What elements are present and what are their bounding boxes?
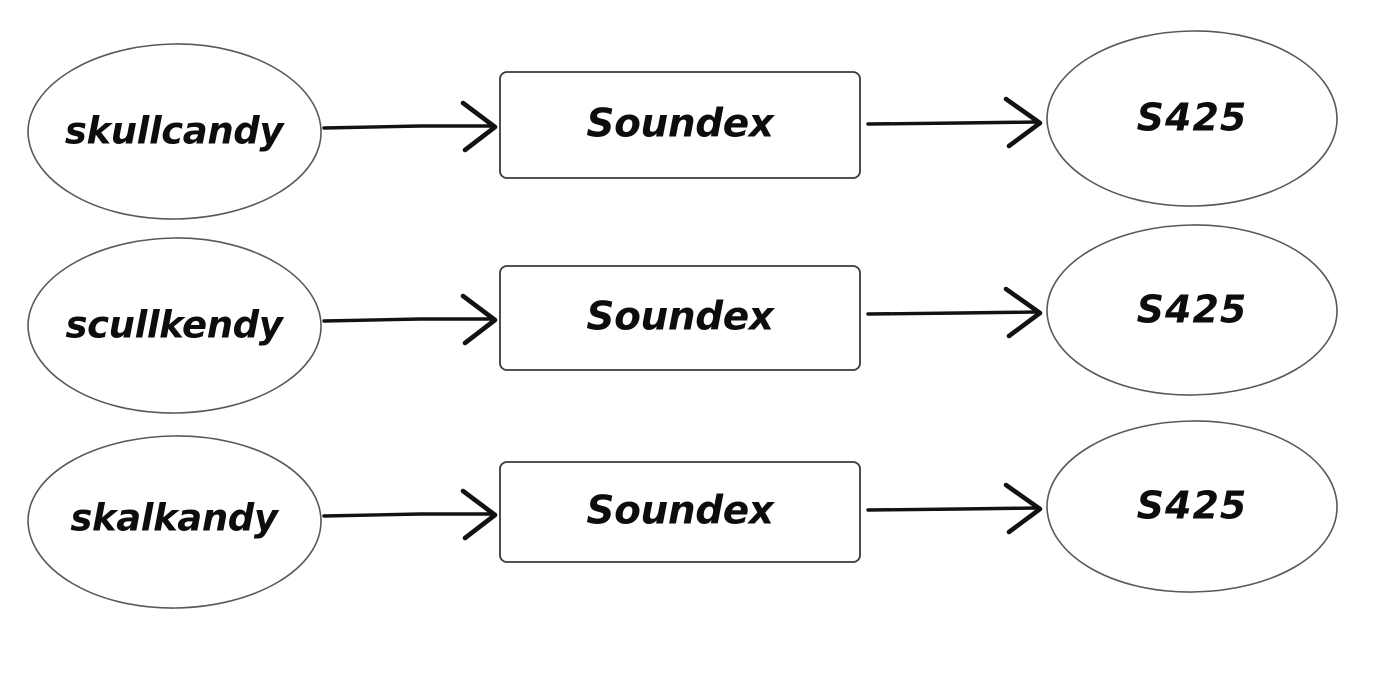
rect-outline [499,71,861,179]
output-node-3-label: S425 [1137,484,1248,528]
ellipse-outline [27,43,322,220]
input-node-3[interactable]: skalkandy [27,435,322,609]
diagram-row-2: scullkendy Soundex S425 [27,224,1338,414]
process-node-3-label: Soundex [586,489,775,534]
output-node-1-label: S425 [1137,96,1248,140]
output-node-2-label: S425 [1137,288,1248,332]
ellipse-outline [27,237,322,414]
rect-outline [499,461,861,563]
input-node-1[interactable]: skullcandy [27,43,322,220]
arrow-input-to-process-3 [322,488,498,541]
diagram-row-1: skullcandy Soundex S425 [27,30,1338,220]
input-node-1-label: skullcandy [65,110,285,153]
ellipse-outline [1046,224,1338,396]
arrow-input-to-process-2 [322,293,498,346]
output-node-3[interactable]: S425 [1046,420,1338,593]
ellipse-outline [1046,420,1338,593]
input-node-2[interactable]: scullkendy [27,237,322,414]
arrow-process-to-output-1 [866,96,1043,149]
process-node-1-label: Soundex [586,102,775,147]
process-node-2-label: Soundex [586,295,775,340]
output-node-2[interactable]: S425 [1046,224,1338,396]
input-node-2-label: scullkendy [66,304,285,347]
diagram-row-3: skalkandy Soundex S425 [27,420,1338,609]
ellipse-outline [27,435,322,609]
process-node-3[interactable]: Soundex [499,461,861,563]
process-node-2[interactable]: Soundex [499,265,861,371]
process-node-1[interactable]: Soundex [499,71,861,179]
input-node-3-label: skalkandy [70,497,279,540]
arrow-input-to-process-1 [322,100,498,153]
arrow-process-to-output-3 [866,482,1043,535]
arrow-process-to-output-2 [866,286,1043,339]
output-node-1[interactable]: S425 [1046,30,1338,207]
ellipse-outline [1046,30,1338,207]
rect-outline [499,265,861,371]
